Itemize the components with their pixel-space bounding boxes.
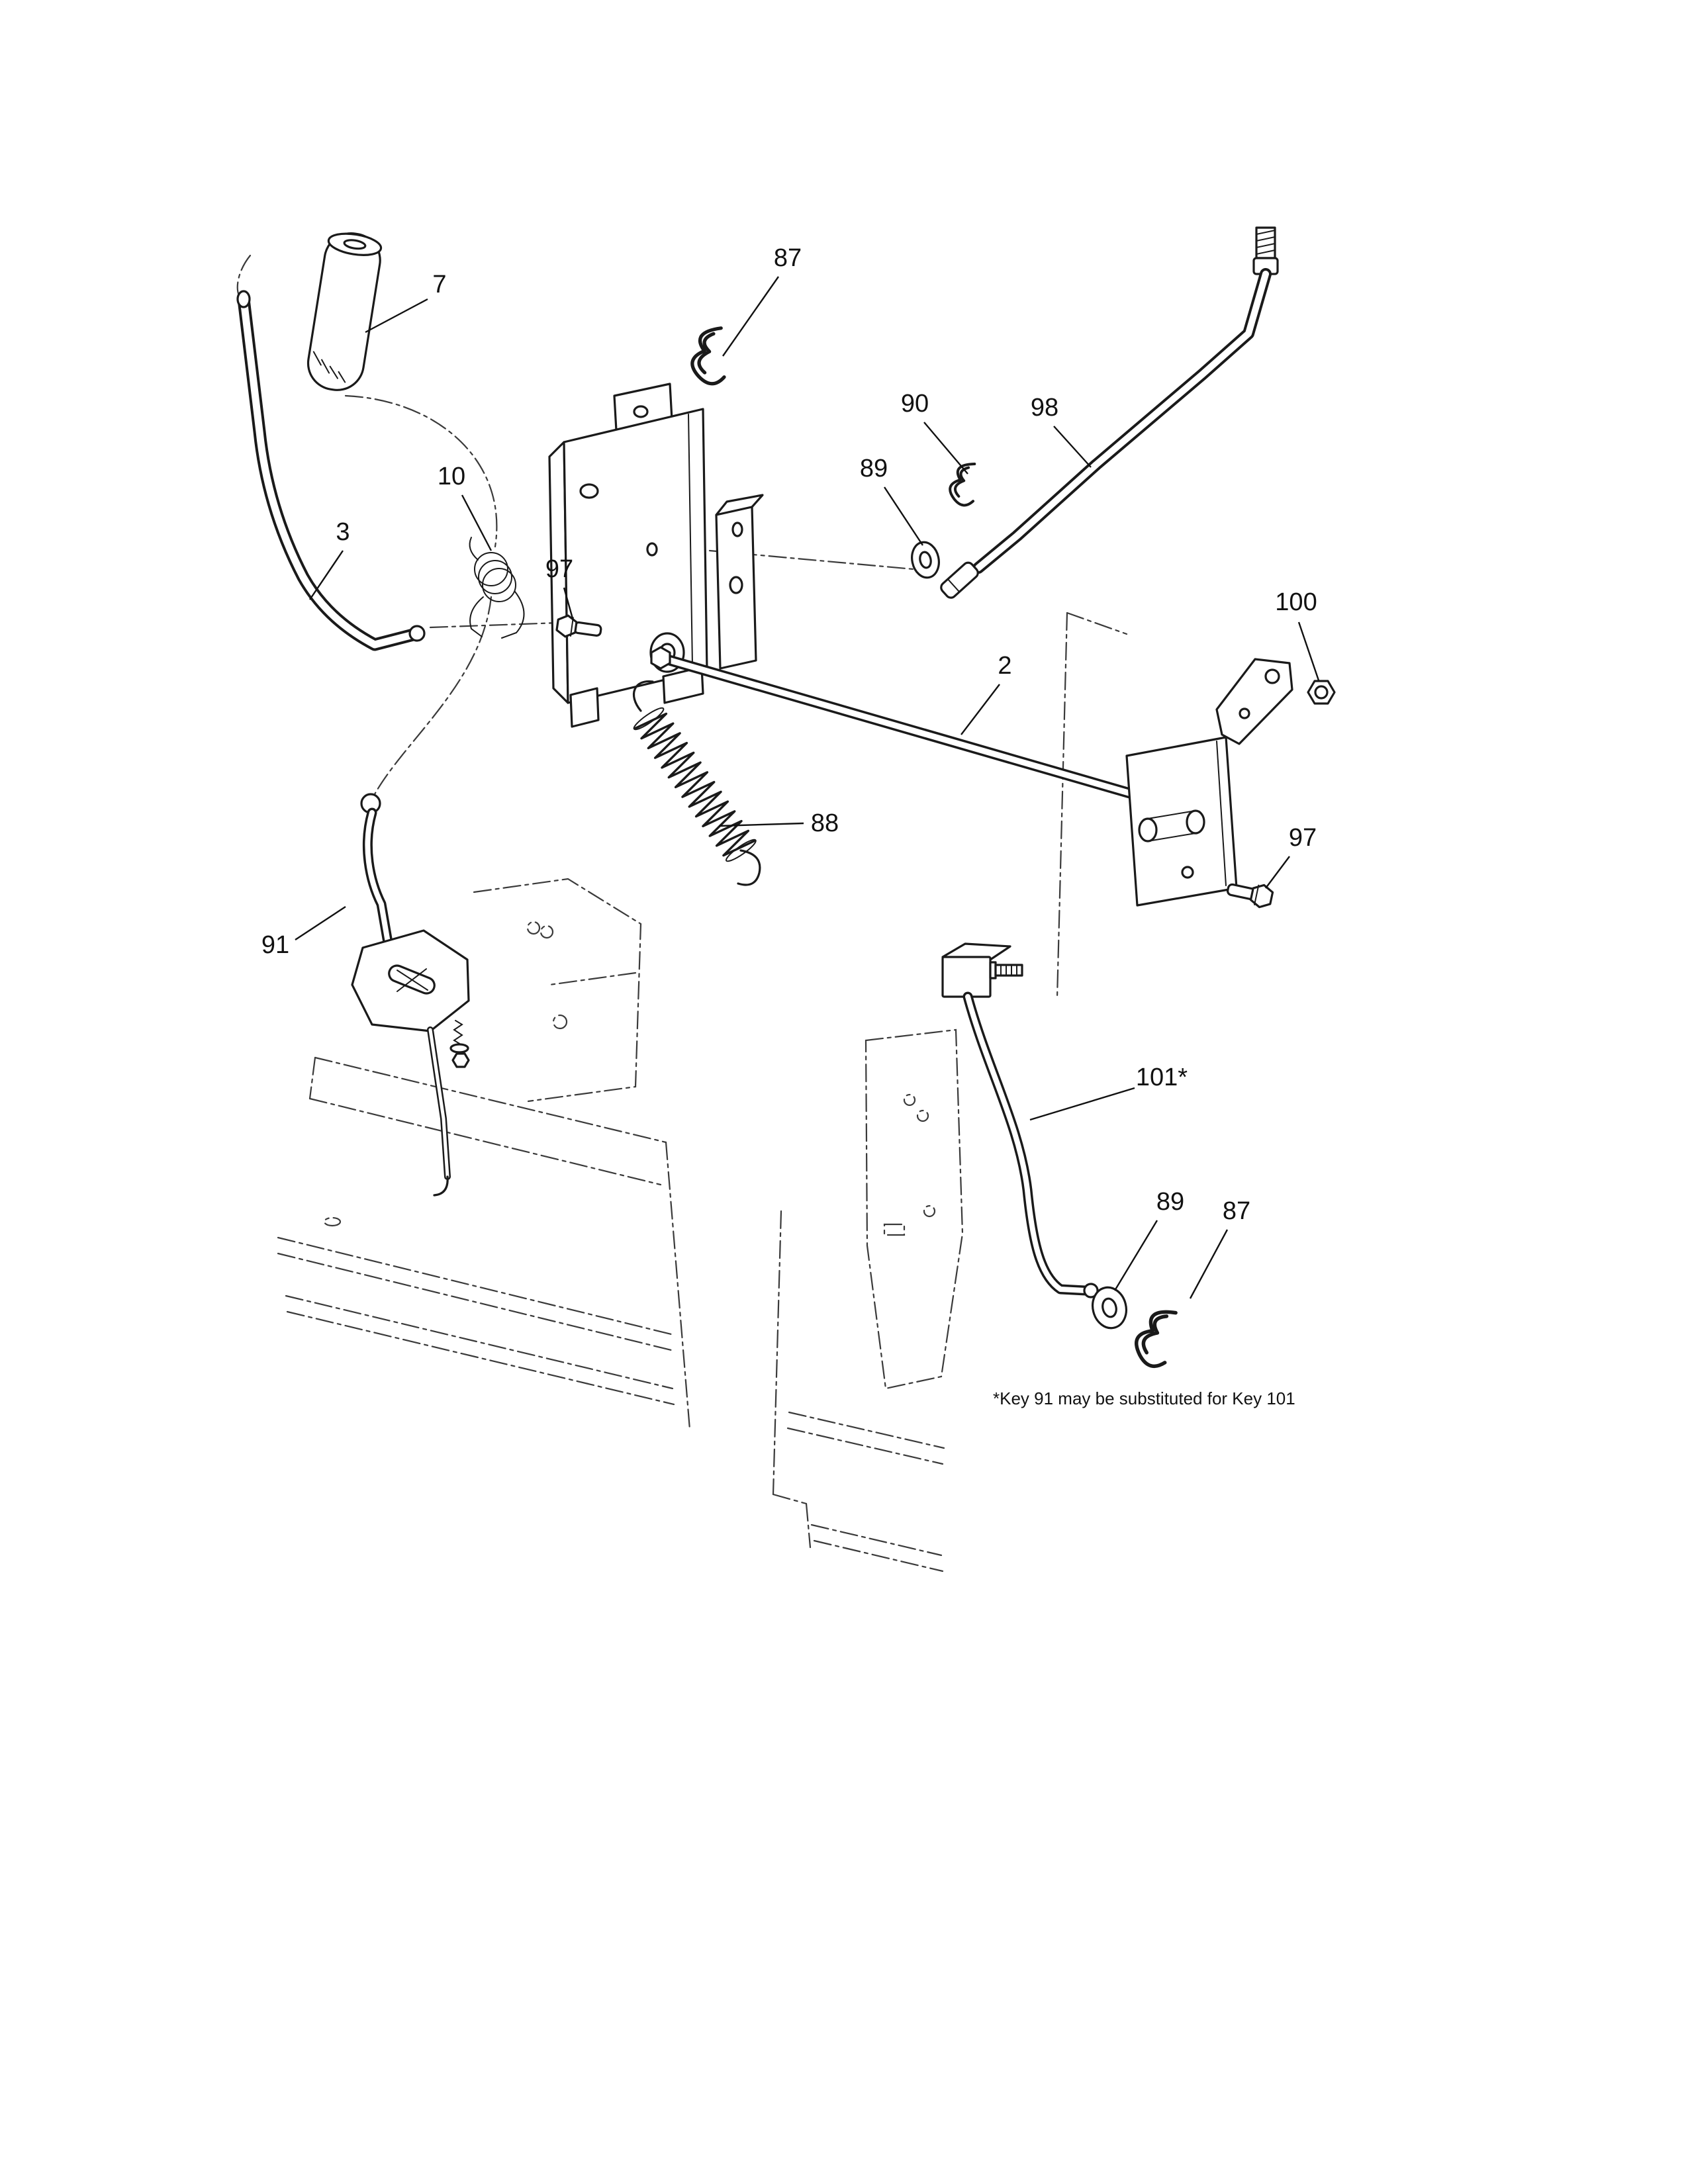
bolt-97-left <box>555 614 602 638</box>
callout-7: 7 <box>432 271 446 298</box>
extension-spring-88 <box>633 680 761 886</box>
callout-100: 100 <box>1275 588 1317 616</box>
callout-91: 91 <box>261 931 289 959</box>
callout-labels: 7 87 90 98 89 10 3 97 2 100 88 97 91 101… <box>261 244 1317 1408</box>
callout-87-top: 87 <box>774 244 802 272</box>
callout-89-bottom: 89 <box>1156 1188 1184 1216</box>
washer-89-top <box>911 541 940 579</box>
callout-90: 90 <box>901 390 929 418</box>
nut-100 <box>1307 680 1336 705</box>
right-bracket-assembly <box>1125 658 1293 907</box>
retainer-clip-90 <box>945 458 984 509</box>
callout-10: 10 <box>438 463 465 490</box>
callout-3: 3 <box>336 518 350 546</box>
washer-89-bottom <box>1092 1286 1127 1330</box>
grip-part-7 <box>306 232 383 391</box>
torsion-spring-10 <box>469 537 525 639</box>
callout-88: 88 <box>811 809 839 837</box>
lever-rod-101 <box>941 942 1099 1298</box>
retainer-clip-87-bottom <box>1129 1303 1185 1371</box>
retainer-clip-87-top <box>690 325 731 385</box>
lift-link-rod-98 <box>940 226 1279 599</box>
lift-lever-rod-3 <box>236 290 426 651</box>
leader-lines <box>295 276 1320 1299</box>
phantom-lines <box>236 254 1128 1572</box>
bolt-97-right <box>1226 883 1274 909</box>
callout-2: 2 <box>998 652 1011 680</box>
callout-97-left: 97 <box>545 555 573 583</box>
substitution-note: *Key 91 may be substituted for Key 101 <box>993 1388 1295 1408</box>
callout-89-top: 89 <box>860 455 888 482</box>
callout-87-bottom: 87 <box>1223 1197 1250 1225</box>
callout-101: 101* <box>1136 1064 1188 1091</box>
lift-shaft-rod-2 <box>650 646 1189 814</box>
callout-98: 98 <box>1031 394 1058 422</box>
lever-assembly-91 <box>351 793 470 1197</box>
part-drawings <box>236 226 1336 1371</box>
callout-97-right: 97 <box>1289 824 1317 852</box>
